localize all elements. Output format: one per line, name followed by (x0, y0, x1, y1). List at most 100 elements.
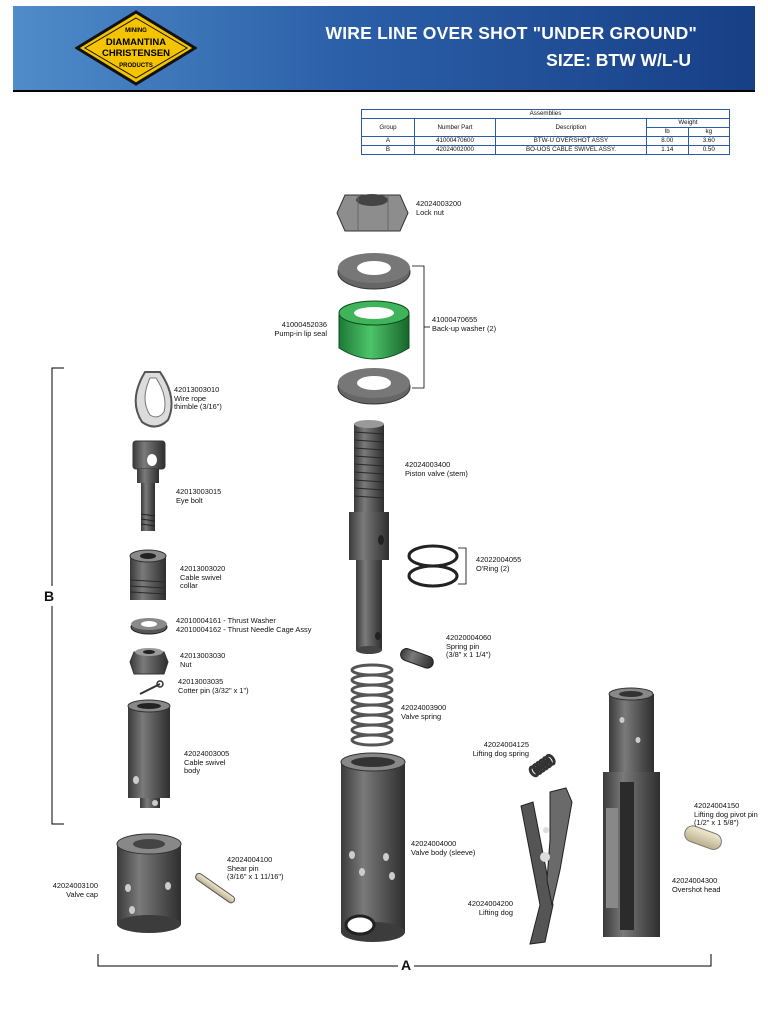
label-wire-rope-thimble: 42013003010 Wire rope thimble (3/16") (174, 385, 222, 412)
part-number: 42013003020 (180, 564, 226, 573)
part-name: Valve cap (66, 889, 98, 899)
part-name-line2: (3/8" x 1 1/4") (446, 650, 491, 660)
part-name: Lifting dog pivot pin (694, 809, 758, 819)
valve-cap-part (116, 833, 182, 933)
part-number: 42013003015 (176, 487, 222, 496)
page-header: MINING DIAMANTINA CHRISTENSEN PRODUCTS W… (13, 6, 755, 92)
valve-body-part (340, 752, 406, 942)
part-number: 42024004125 (483, 740, 529, 749)
lifting-dog-part (520, 787, 573, 945)
page-title: WIRE LINE OVER SHOT "UNDER GROUND" (325, 23, 697, 43)
part-label-thrust-needle: 42010004162 - Thrust Needle Cage Assy (176, 624, 312, 634)
wire-rope-thimble-part (134, 371, 173, 428)
logo-text-top: MINING (125, 28, 147, 34)
label-spring-pin: 42020004060 Spring pin (3/8" x 1 1/4") (446, 633, 491, 660)
part-number: 42013003035 (178, 677, 224, 686)
part-name: Lifting dog (478, 907, 513, 917)
cell-kg: 0.50 (687, 145, 730, 155)
part-number: 42024003005 (184, 749, 230, 758)
dimension-a-label: A (398, 957, 415, 973)
part-number: 42024004200 (467, 899, 513, 908)
pump-in-lip-seal-part (338, 300, 410, 360)
label-eye-bolt: 42013003015 Eye bolt (176, 487, 222, 505)
part-number: 42022004055 (476, 555, 522, 564)
part-number: 42013003010 (174, 385, 220, 394)
dimension-b-label: B (44, 586, 55, 606)
cable-swivel-collar-part (129, 549, 167, 600)
part-name-line2: (3/16" x 1 11/16") (227, 872, 284, 882)
part-number: 42024004100 (227, 855, 273, 864)
lifting-dog-pivot-pin-part (684, 825, 722, 850)
cotter-pin-part (139, 680, 164, 695)
label-backup-washer: 41000470655 Back-up washer (2) (432, 315, 497, 333)
label-overshot-head: 42024004300 Overshot head (672, 876, 721, 894)
part-number: 42013003030 (180, 651, 226, 660)
part-number: 42024003400 (405, 460, 451, 469)
part-name: Cable swivel (184, 757, 226, 767)
o-ring-part (407, 544, 459, 588)
label-lifting-dog-spring: 42024004125 Lifting dog spring (472, 740, 529, 758)
part-name: Overshot head (672, 884, 721, 894)
label-lifting-dog-pivot-pin: 42024004150 Lifting dog pivot pin (1/2" … (694, 801, 758, 828)
part-name-line2: thimble (3/16") (174, 402, 222, 412)
label-lock-nut: 42024003200 Lock nut (416, 199, 462, 217)
cable-swivel-body-part (127, 699, 171, 808)
page-subtitle: SIZE: BTW W/L-U (546, 50, 691, 70)
label-o-ring: 42022004055 O'Ring (2) (476, 555, 522, 573)
part-name: Pump-in lip seal (274, 328, 327, 338)
washer-bracket (412, 265, 425, 389)
part-label-thrust-washer: 42010004161 - Thrust Washer (176, 616, 276, 625)
assemblies-table: Assemblies Group Number Part Description… (361, 109, 730, 155)
part-name: Piston valve (stem) (405, 468, 468, 478)
backup-washer-part (337, 253, 411, 405)
part-name: O'Ring (2) (476, 563, 510, 573)
label-valve-spring: 42024003900 Valve spring (401, 703, 447, 721)
label-valve-cap: 42024003100 Valve cap (53, 881, 98, 899)
thrust-washer-part (130, 618, 168, 635)
part-name: Cable swivel (180, 572, 222, 582)
nut-part (129, 648, 169, 675)
part-number: 42024004000 (411, 839, 457, 848)
label-piston-valve: 42024003400 Piston valve (stem) (405, 460, 468, 478)
table-row: B 42024002000 BO-UOS CABLE SWIVEL ASSY. … (361, 145, 730, 155)
part-number: 41000470655 (432, 315, 478, 324)
part-name-line2: body (184, 766, 201, 776)
label-cable-swivel-collar: 42013003020 Cable swivel collar (180, 564, 226, 591)
part-name: Cotter pin (3/32" x 1") (178, 685, 249, 695)
part-number: 42024004300 (672, 876, 718, 885)
part-name: Valve spring (401, 711, 442, 721)
part-name: Lock nut (416, 207, 444, 217)
label-shear-pin: 42024004100 Shear pin (3/16" x 1 11/16") (227, 855, 284, 882)
lock-nut-part (336, 194, 409, 232)
part-name: Valve body (sleeve) (411, 847, 476, 857)
diamantina-christensen-logo: MINING DIAMANTINA CHRISTENSEN PRODUCTS (75, 10, 197, 86)
part-number: 42024004150 (694, 801, 740, 810)
part-number: 42024003900 (401, 703, 447, 712)
cell-description: BO-UOS CABLE SWIVEL ASSY. (495, 145, 647, 155)
logo-text-bottom: PRODUCTS (119, 63, 153, 69)
spring-pin-part (400, 648, 434, 669)
label-cotter-pin: 42013003035 Cotter pin (3/32" x 1") (178, 677, 249, 695)
label-cable-swivel-body: 42024003005 Cable swivel body (184, 749, 230, 776)
part-name: Eye bolt (176, 495, 203, 505)
label-nut: 42013003030 Nut (180, 651, 226, 669)
part-name: Lifting dog spring (472, 748, 529, 758)
part-name: Back-up washer (2) (432, 323, 497, 333)
part-name-line2: collar (180, 581, 198, 591)
lifting-dog-spring-part (528, 753, 556, 778)
logo-text-line2: CHRISTENSEN (102, 48, 170, 59)
part-name: Wire rope (174, 393, 207, 403)
part-name: Nut (180, 659, 192, 669)
part-name: Shear pin (227, 863, 259, 873)
piston-valve-part (349, 420, 389, 654)
part-number: 41000452036 (281, 320, 327, 329)
shear-pin-part (195, 872, 236, 904)
part-number: 42024003200 (416, 199, 462, 208)
label-valve-body: 42024004000 Valve body (sleeve) (411, 839, 476, 857)
part-name-line2: (1/2" x 1 5/8") (694, 818, 739, 828)
label-thrust-washer: 42010004161 - Thrust Washer 42010004162 … (176, 616, 312, 634)
label-pump-in-lip-seal: 41000452036 Pump-in lip seal (274, 320, 327, 338)
valve-spring-part (350, 663, 394, 747)
part-name: Spring pin (446, 641, 480, 651)
